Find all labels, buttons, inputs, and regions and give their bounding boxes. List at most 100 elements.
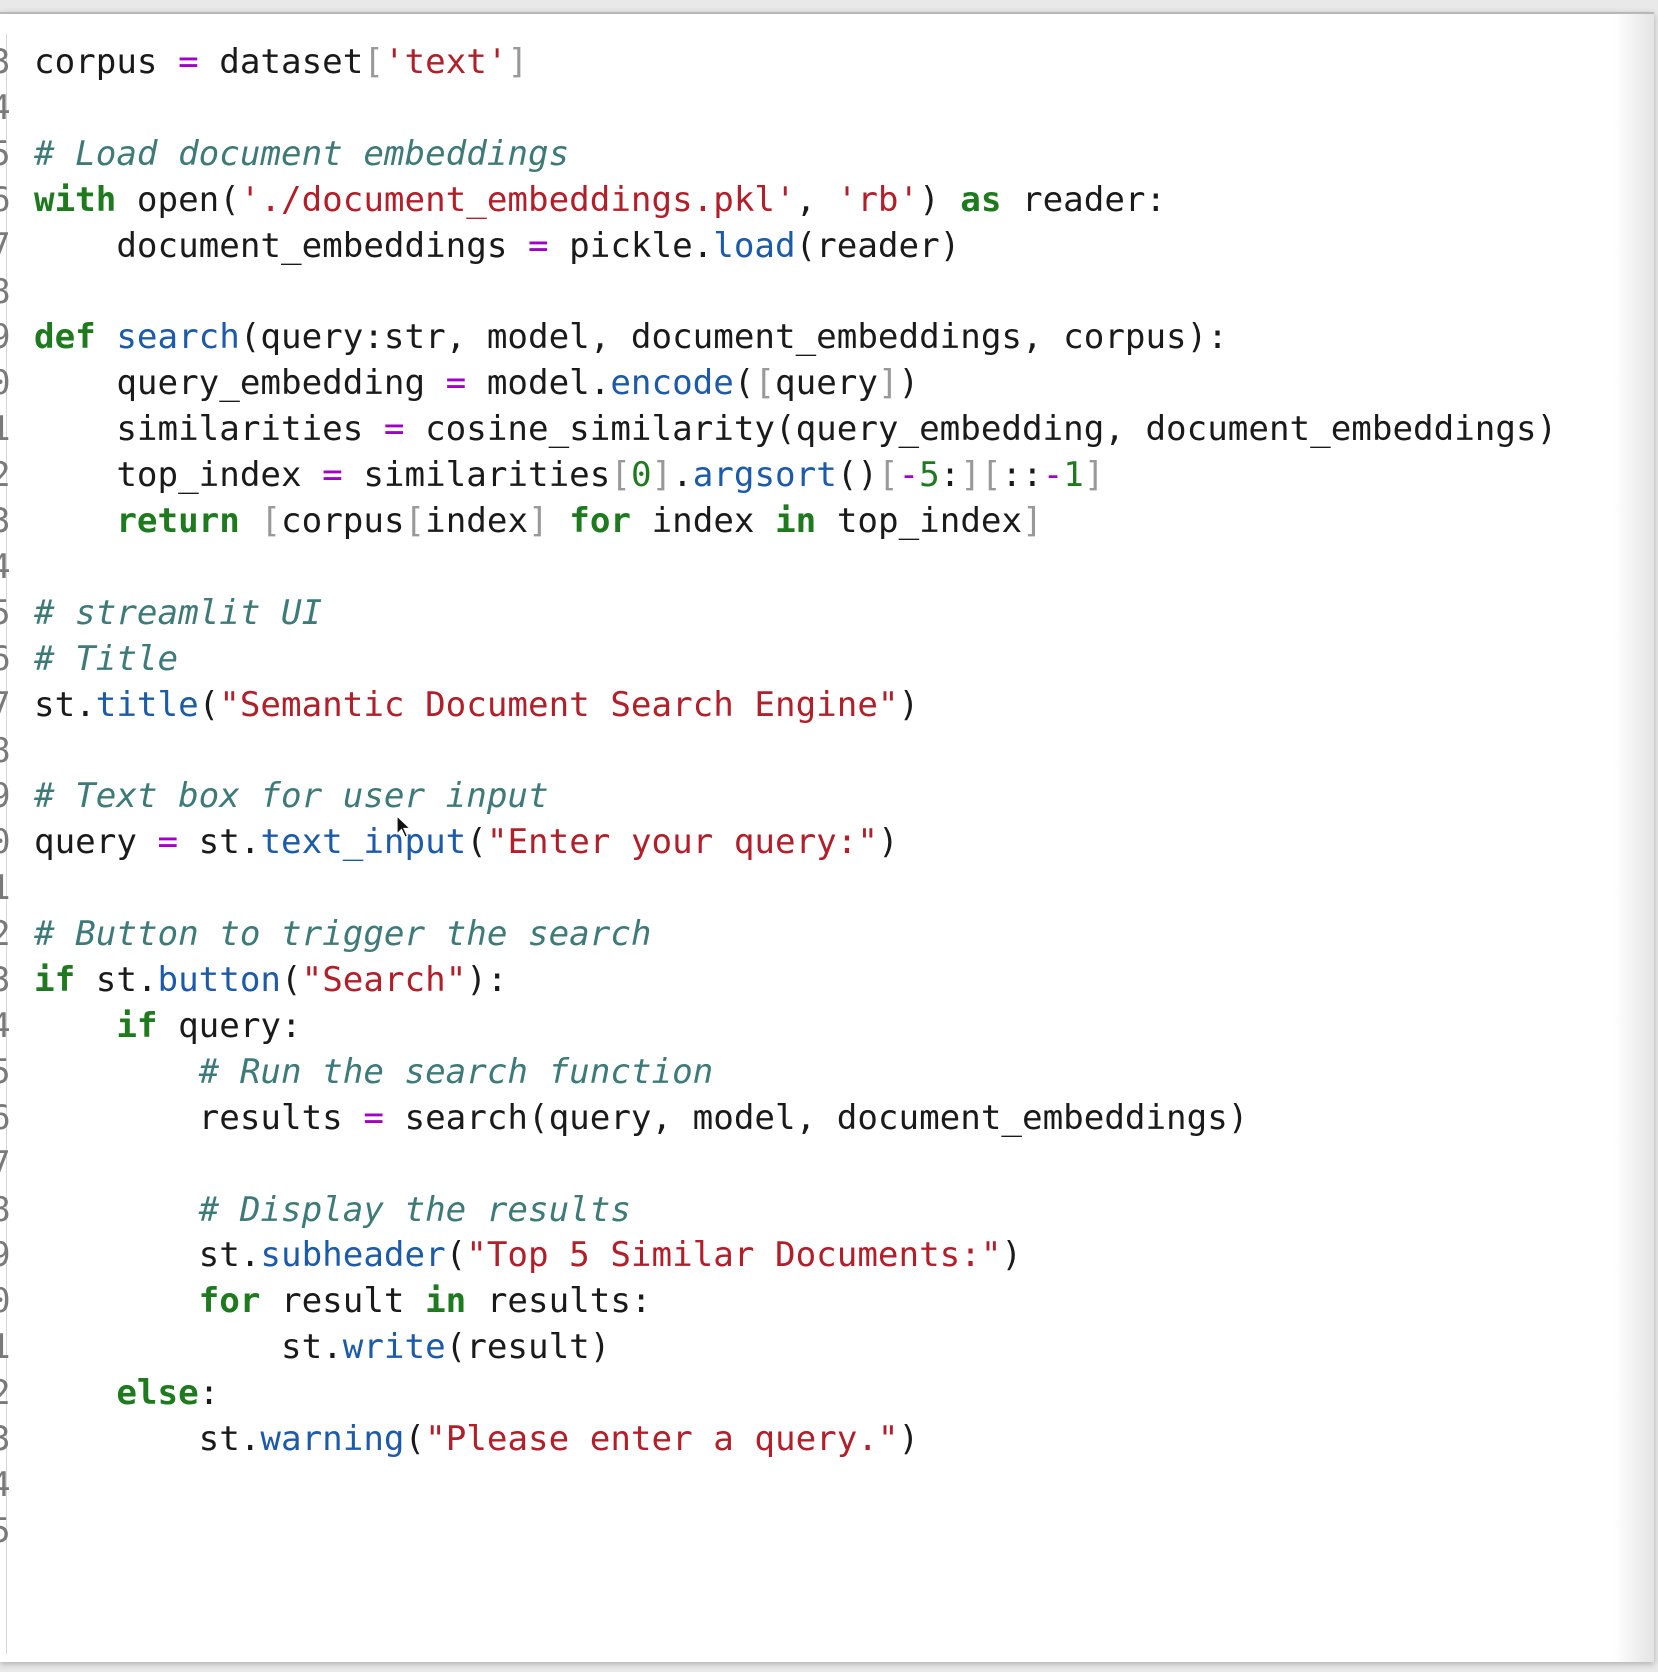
code-line[interactable]: 1 bbox=[0, 864, 1650, 913]
line-number: 8 bbox=[0, 727, 11, 776]
code-token: result bbox=[260, 1281, 426, 1322]
line-code: # Button to trigger the search bbox=[34, 910, 651, 959]
code-token: - bbox=[1042, 455, 1064, 496]
code-token: - bbox=[898, 455, 920, 496]
line-code: return [corpus[index] for index in top_i… bbox=[34, 497, 1042, 546]
code-token: top_index bbox=[816, 501, 1023, 541]
code-token: ): bbox=[466, 960, 508, 1000]
code-token: def bbox=[34, 317, 96, 358]
code-line[interactable]: 4 bbox=[0, 1461, 1650, 1510]
code-line[interactable]: 7 document_embeddings = pickle.load(read… bbox=[0, 222, 1650, 271]
code-token: "Top 5 Similar Documents:" bbox=[466, 1235, 1002, 1276]
line-number: 4 bbox=[0, 543, 11, 592]
code-token: ][ bbox=[960, 455, 1002, 496]
code-line[interactable]: 4 if query: bbox=[0, 1002, 1650, 1051]
line-number: 0 bbox=[0, 1277, 11, 1326]
code-token: corpus bbox=[281, 501, 405, 541]
line-code: st.subheader("Top 5 Similar Documents:") bbox=[34, 1231, 1022, 1280]
code-token: () bbox=[836, 455, 878, 496]
code-line[interactable]: 1 similarities = cosine_similarity(query… bbox=[0, 405, 1650, 454]
code-line[interactable]: 5 # Run the search function bbox=[0, 1048, 1650, 1097]
code-token: # Run the search function bbox=[198, 1051, 714, 1092]
code-token: [ bbox=[610, 455, 631, 496]
code-token: ] bbox=[877, 363, 899, 404]
code-line[interactable]: 2 top_index = similarities[0].argsort()[… bbox=[0, 451, 1650, 500]
line-number: 0 bbox=[0, 359, 11, 408]
code-line[interactable]: 4 bbox=[0, 84, 1650, 133]
code-line[interactable]: 6# Title bbox=[0, 635, 1650, 684]
code-token bbox=[96, 317, 117, 357]
code-token: (reader) bbox=[795, 225, 961, 266]
line-code: document_embeddings = pickle.load(reader… bbox=[34, 222, 960, 271]
code-line[interactable]: 1 st.write(result) bbox=[0, 1323, 1650, 1372]
line-code: # Load document embeddings bbox=[34, 130, 569, 179]
code-line[interactable]: 5# streamlit UI bbox=[0, 589, 1650, 638]
code-token: st. bbox=[34, 684, 96, 725]
line-number: 4 bbox=[0, 84, 11, 133]
line-number: 3 bbox=[0, 38, 11, 87]
line-code: corpus = dataset['text'] bbox=[34, 38, 528, 87]
code-token: = bbox=[363, 1097, 384, 1138]
code-token bbox=[34, 1052, 199, 1092]
code-line[interactable]: 6 results = search(query, model, documen… bbox=[0, 1094, 1650, 1143]
line-number: 4 bbox=[0, 1461, 11, 1510]
code-line[interactable]: 5 bbox=[0, 1507, 1650, 1556]
code-line[interactable]: 8 bbox=[0, 268, 1650, 317]
code-line[interactable]: 3 corpus = dataset['text'] bbox=[0, 38, 1650, 87]
code-line[interactable]: 5# Load document embeddings bbox=[0, 130, 1650, 179]
code-token: results: bbox=[466, 1281, 652, 1322]
line-code: # Title bbox=[34, 635, 178, 684]
line-number: 4 bbox=[0, 1002, 11, 1051]
line-number: 3 bbox=[0, 1415, 11, 1464]
code-token: for bbox=[198, 1281, 261, 1322]
code-line[interactable]: 7 bbox=[0, 1140, 1650, 1189]
line-number: 7 bbox=[0, 222, 11, 271]
code-token: button bbox=[157, 960, 282, 1000]
code-token: # Load document embeddings bbox=[34, 133, 570, 174]
line-number: 1 bbox=[0, 405, 11, 454]
line-code: if query: bbox=[34, 1002, 301, 1051]
code-line[interactable]: 0 query_embedding = model.encode([query]… bbox=[0, 359, 1650, 408]
code-line[interactable]: 9# Text box for user input bbox=[0, 772, 1650, 821]
code-token: [ bbox=[260, 501, 282, 541]
code-token: results bbox=[34, 1097, 364, 1138]
code-token: : bbox=[939, 455, 961, 496]
code-token: [ bbox=[754, 363, 776, 404]
code-token: ) bbox=[898, 1419, 920, 1459]
code-token: ] bbox=[507, 42, 529, 82]
code-token: load bbox=[713, 225, 796, 266]
code-token: './document_embeddings.pkl' bbox=[239, 179, 796, 220]
window-edge-shadow bbox=[1614, 14, 1654, 1662]
line-number: 2 bbox=[0, 451, 11, 500]
code-line[interactable]: 2# Button to trigger the search bbox=[0, 910, 1650, 959]
code-token: , bbox=[795, 179, 837, 220]
code-line[interactable]: 8 bbox=[0, 727, 1650, 776]
code-token: 'text' bbox=[383, 42, 508, 82]
code-token bbox=[34, 1190, 199, 1230]
code-token: = bbox=[322, 455, 343, 496]
code-line[interactable]: 3 return [corpus[index] for index in top… bbox=[0, 497, 1650, 546]
code-line[interactable]: 0 for result in results: bbox=[0, 1277, 1650, 1326]
code-line[interactable]: 8 # Display the results bbox=[0, 1186, 1650, 1235]
code-token: # Display the results bbox=[198, 1189, 631, 1230]
code-token: st. bbox=[34, 1419, 261, 1459]
code-line[interactable]: 4 bbox=[0, 543, 1650, 592]
code-line[interactable]: 2 else: bbox=[0, 1369, 1650, 1418]
code-token bbox=[549, 501, 570, 541]
line-number: 8 bbox=[0, 268, 11, 317]
line-code: st.write(result) bbox=[34, 1323, 610, 1372]
code-line[interactable]: 9 st.subheader("Top 5 Similar Documents:… bbox=[0, 1231, 1650, 1280]
code-token: title bbox=[95, 684, 199, 725]
code-token: in bbox=[425, 1281, 467, 1322]
code-token: else bbox=[116, 1373, 199, 1414]
code-token bbox=[240, 501, 261, 541]
code-line[interactable]: 3 st.warning("Please enter a query.") bbox=[0, 1415, 1650, 1464]
code-token: top_index bbox=[34, 455, 323, 496]
code-token: warning bbox=[260, 1419, 405, 1459]
